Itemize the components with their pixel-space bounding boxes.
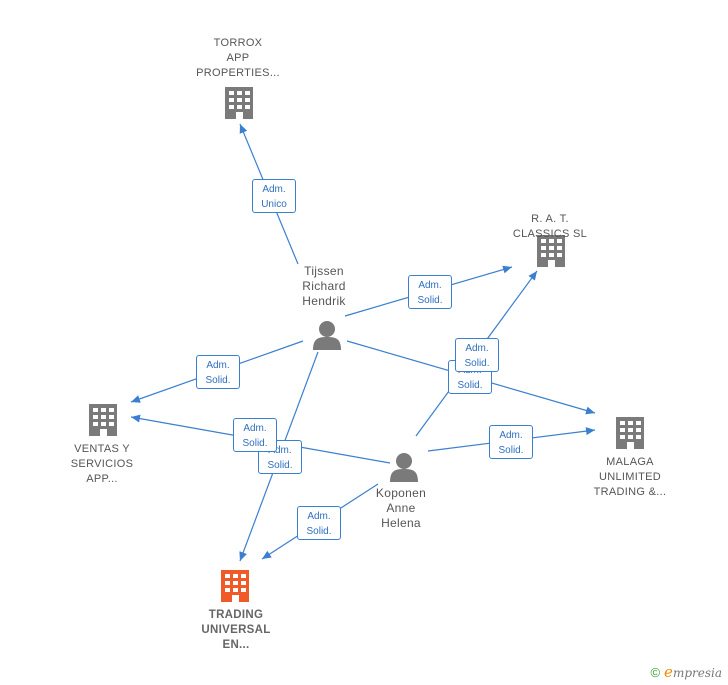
role-line-1: Adm.: [262, 184, 286, 195]
role-line-1: Adm.: [243, 423, 267, 434]
node-label-ventas[interactable]: VENTAS Y SERVICIOS APP...: [70, 443, 134, 485]
building-icon[interactable]: [89, 404, 117, 436]
role-line-2: Solid.: [464, 358, 490, 369]
brand-logo: empresia: [664, 663, 722, 681]
edge-role-label[interactable]: Adm. Solid.: [408, 275, 452, 309]
node-label-trading[interactable]: TRADING UNIVERSAL EN...: [201, 609, 271, 651]
edge-role-label[interactable]: Adm. Unico: [252, 179, 296, 213]
node-label-torrox[interactable]: TORROX APP PROPERTIES...: [196, 37, 280, 79]
role-line-1: Adm.: [268, 445, 292, 456]
edge-role-label[interactable]: Adm. Solid.: [233, 418, 277, 452]
node-label-malaga[interactable]: MALAGA UNLIMITED TRADING &...: [593, 456, 667, 498]
role-line-2: Solid.: [306, 526, 332, 537]
role-line-1: Adm.: [206, 360, 230, 371]
role-line-2: Solid.: [457, 380, 483, 391]
role-line-2: Solid.: [417, 295, 443, 306]
edge-role-label[interactable]: Adm. Solid.: [455, 338, 499, 372]
node-label-tijssen[interactable]: Tijssen Richard Hendrik: [302, 264, 346, 308]
edge-role-label[interactable]: Adm. Solid.: [297, 506, 341, 540]
building-icon[interactable]: [616, 417, 644, 449]
person-icon[interactable]: [313, 321, 341, 350]
role-line-2: Solid.: [267, 460, 293, 471]
building-icon[interactable]: [221, 570, 249, 602]
edge-role-label[interactable]: Adm. Solid.: [489, 425, 533, 459]
copyright-symbol: ©: [650, 665, 661, 680]
role-line-1: Adm.: [465, 343, 489, 354]
footer-brand: ©empresia: [650, 663, 722, 681]
role-line-2: Solid.: [242, 438, 268, 449]
node-label-koponen[interactable]: Koponen Anne Helena: [375, 486, 427, 530]
role-line-2: Solid.: [205, 375, 231, 386]
edge-role-label[interactable]: Adm. Solid.: [196, 355, 240, 389]
role-line-1: Adm.: [418, 280, 442, 291]
building-icon[interactable]: [225, 87, 253, 119]
role-line-2: Unico: [261, 199, 287, 210]
role-line-1: Adm.: [499, 430, 523, 441]
person-icon[interactable]: [390, 453, 418, 482]
role-line-1: Adm.: [307, 511, 331, 522]
role-line-2: Solid.: [498, 445, 524, 456]
node-label-rat[interactable]: R. A. T. CLASSICS SL: [512, 213, 588, 240]
edge-role-label[interactable]: Adm. Solid.: [258, 440, 302, 474]
